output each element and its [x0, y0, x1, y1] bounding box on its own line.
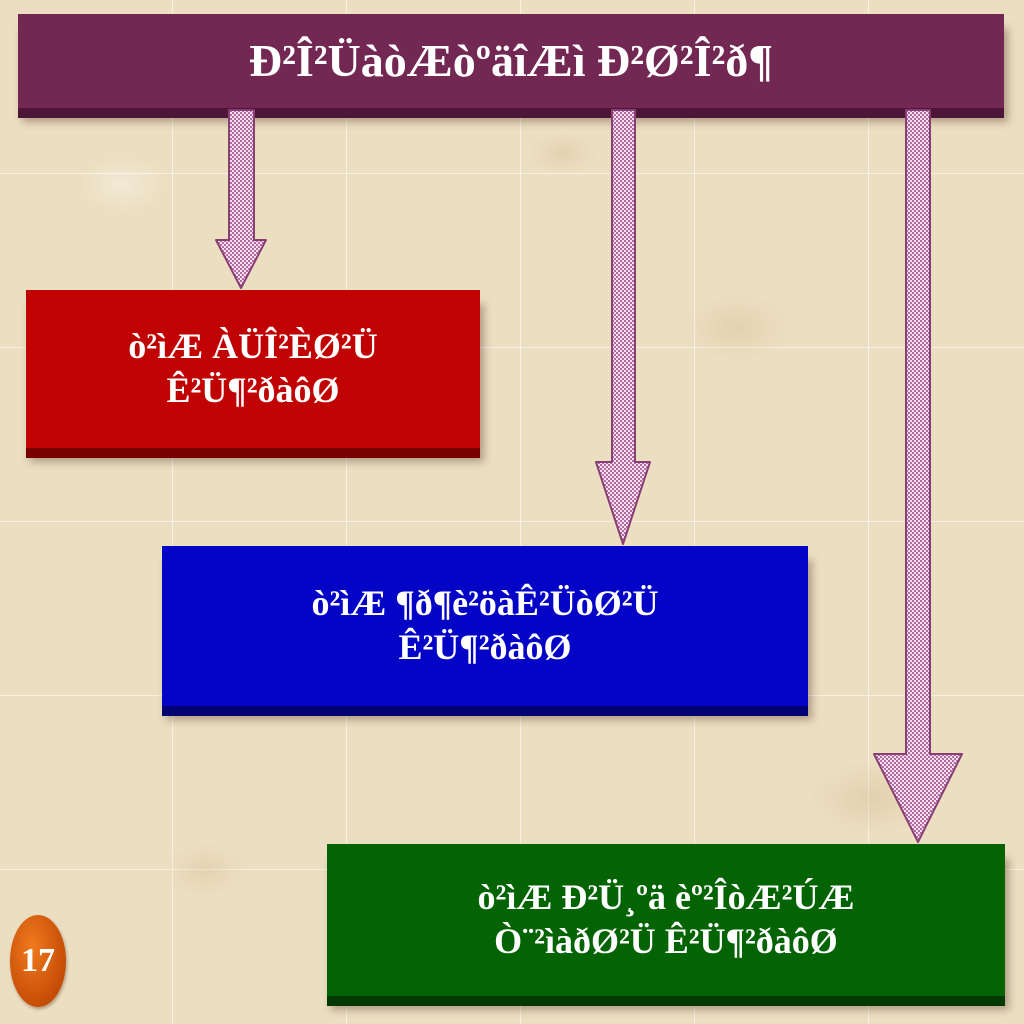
page-number: 17	[21, 942, 55, 979]
arrow-to-blue-box	[595, 109, 651, 545]
title-box: Ð²Î²ÜàòÆòºäîÆì Ð²Ø²Î²ð¶	[18, 14, 1004, 108]
arrow-to-green-box	[873, 109, 963, 843]
red-box: ò²ìÆ ÀÜÎ²ÈØ²Ü Ê²Ü¶²ðàôØ	[26, 290, 480, 448]
green-box-text: ò²ìÆ Ð²Ü¸ºä èº²ÎòÆ²ÚÆ Ò¨²ìàðØ²Ü Ê²Ü¶²ðàô…	[477, 877, 855, 961]
blue-box-text: ò²ìÆ ¶ð¶è²öàÊ²ÜòØ²Ü Ê²Ü¶²ðàôØ	[311, 583, 659, 667]
green-box: ò²ìÆ Ð²Ü¸ºä èº²ÎòÆ²ÚÆ Ò¨²ìàðØ²Ü Ê²Ü¶²ðàô…	[327, 844, 1005, 996]
title-text: Ð²Î²ÜàòÆòºäîÆì Ð²Ø²Î²ð¶	[248, 34, 774, 86]
blue-box: ò²ìÆ ¶ð¶è²öàÊ²ÜòØ²Ü Ê²Ü¶²ðàôØ	[162, 546, 808, 706]
arrow-to-red-box	[215, 109, 267, 289]
red-box-text: ò²ìÆ ÀÜÎ²ÈØ²Ü Ê²Ü¶²ðàôØ	[128, 326, 378, 410]
page-number-badge: 17	[10, 915, 66, 1007]
